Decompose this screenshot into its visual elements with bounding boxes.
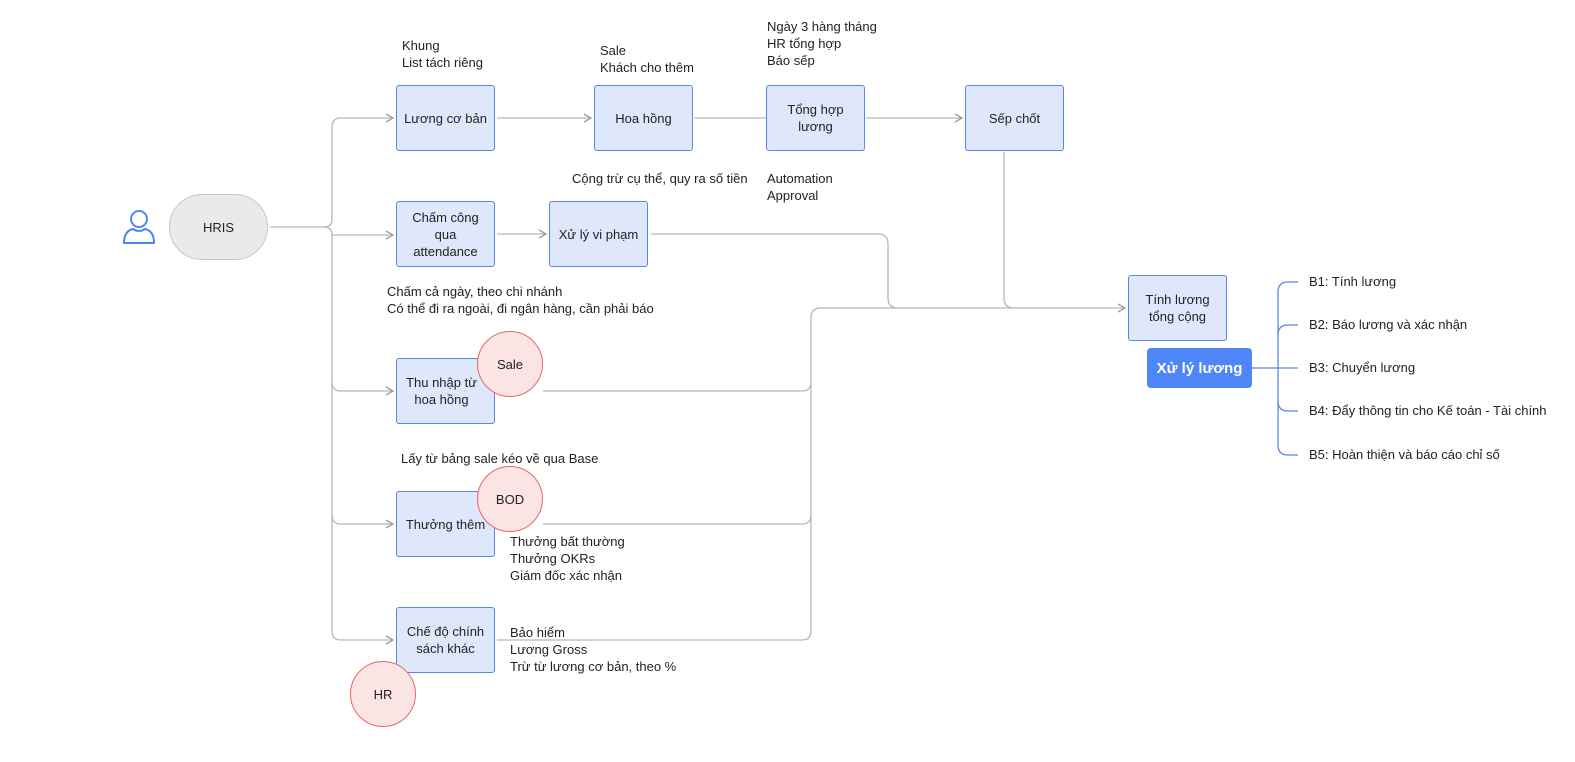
mindmap-step-1[interactable]: B1: Tính lương (1309, 274, 1397, 289)
mindmap-step-4[interactable]: B4: Đẩy thông tin cho Kế toán - Tài chín… (1309, 403, 1547, 418)
connector-hris-to-commission-income (331, 235, 395, 396)
connector-hris-to-attendance (323, 226, 395, 240)
mindmap-step-3[interactable]: B3: Chuyển lương (1309, 360, 1416, 375)
mindmap-branch-5 (1277, 401, 1298, 456)
connector-hris-to-other-policies (331, 515, 395, 645)
note-commission-income: Lấy từ bảng sale kéo về qua Base (401, 451, 599, 466)
node-commission[interactable]: Hoa hồng (594, 85, 693, 151)
node-attendance[interactable]: Chấm công qua attendance (396, 201, 495, 267)
node-violation[interactable]: Xử lý vi phạm (549, 201, 648, 267)
node-total-salary[interactable]: Tính lương tổng cộng (1128, 275, 1227, 341)
mindmap-step-5[interactable]: B5: Hoàn thiện và báo cáo chỉ số (1309, 447, 1500, 462)
start-node-hris[interactable]: HRIS (169, 194, 268, 260)
note-violation: Cộng trừ cụ thể, quy ra số tiền (572, 171, 748, 186)
connector-other-policies-to-total (497, 515, 812, 641)
actor-sale[interactable]: Sale (477, 331, 543, 397)
mindmap-central-topic[interactable]: Xử lý lương (1147, 348, 1252, 388)
actor-hr[interactable]: HR (350, 661, 416, 727)
actor-bod[interactable]: BOD (477, 466, 543, 532)
connector-hris-to-bonus (331, 382, 395, 529)
connector-commission-income-to-total (543, 307, 898, 392)
node-salary-summary[interactable]: Tổng hợp lương (766, 85, 865, 151)
user-icon (121, 208, 157, 246)
node-boss-approve[interactable]: Sếp chốt (965, 85, 1064, 151)
mindmap-branch-1 (1277, 281, 1298, 368)
mindmap-step-2[interactable]: B2: Báo lương và xác nhận (1309, 317, 1468, 332)
mindmap-branch-2 (1277, 324, 1298, 336)
connector-boss-to-total (1003, 152, 1015, 309)
node-base-salary[interactable]: Lương cơ bản (396, 85, 495, 151)
mindmap-branch-4 (1277, 368, 1298, 412)
connector-violation-to-total (651, 233, 1127, 313)
node-other-policies[interactable]: Chế độ chính sách khác (396, 607, 495, 673)
connector-hris-to-base-salary (323, 113, 395, 228)
